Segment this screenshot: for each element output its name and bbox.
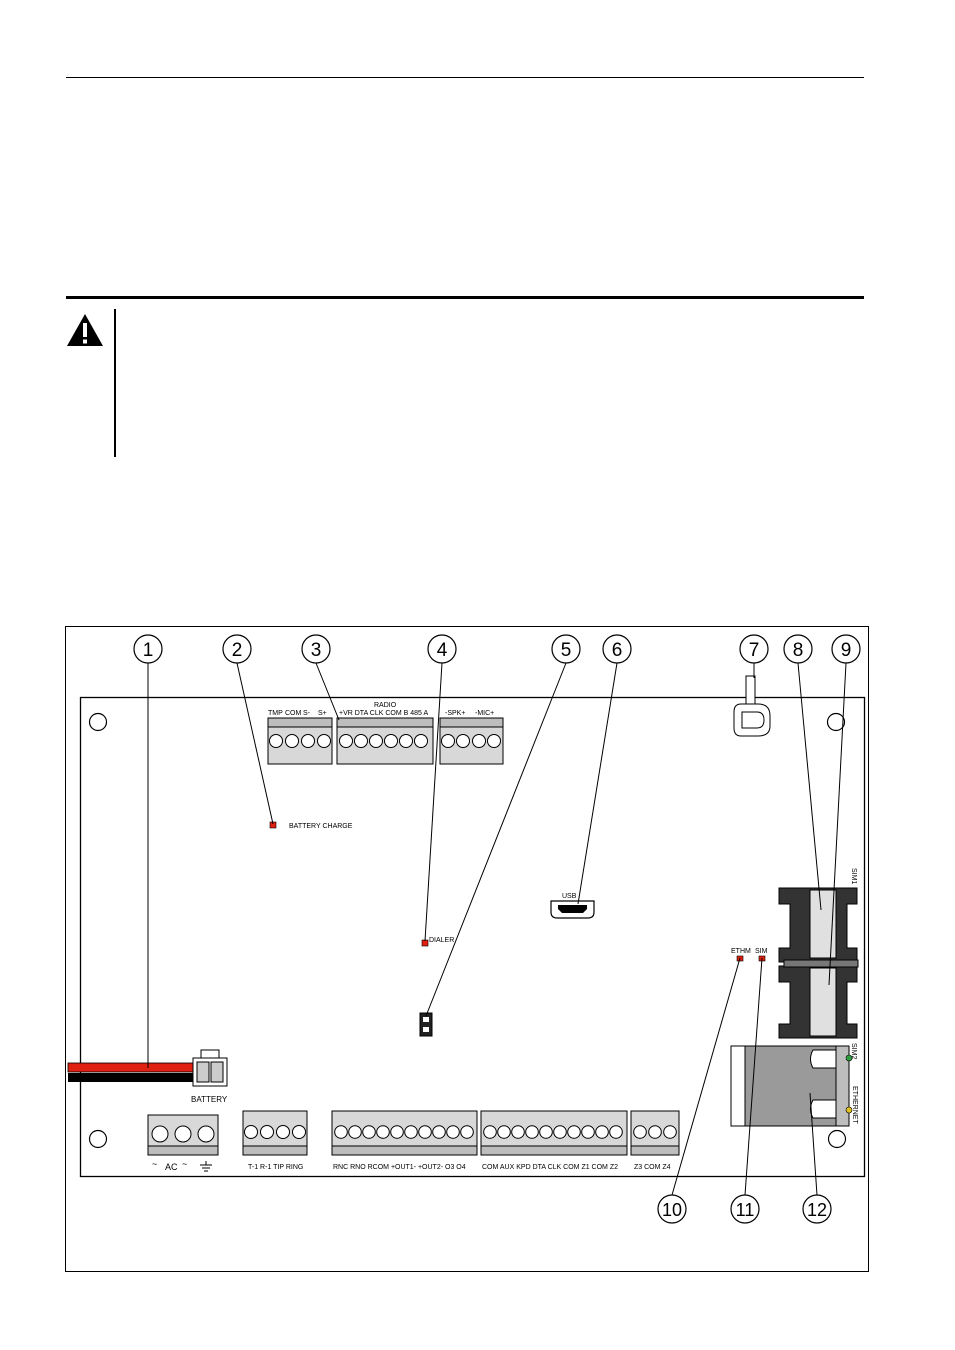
callout-1: 1	[133, 634, 163, 664]
svg-text:4: 4	[437, 640, 448, 661]
svg-text:7: 7	[749, 640, 760, 661]
terminal-block-ac	[147, 1114, 219, 1156]
callout-11: 11	[730, 1194, 760, 1224]
callout-4: 4	[427, 634, 457, 664]
svg-text:10: 10	[662, 1200, 682, 1220]
terminal-block-telco	[242, 1110, 308, 1156]
sim-holders	[778, 887, 859, 1039]
callout-12: 12	[802, 1194, 832, 1224]
label-ac: AC	[165, 1162, 178, 1172]
label-s-plus: S+	[318, 710, 327, 717]
jumper	[419, 1012, 433, 1037]
label-telco: T-1 R-1 TIP RING	[248, 1164, 303, 1171]
label-zones: COM AUX KPD DTA CLK COM Z1 COM Z2	[482, 1164, 618, 1171]
label-spk: -SPK+	[445, 710, 465, 717]
callout-10: 10	[657, 1194, 687, 1224]
label-ethernet: ETHERNET	[851, 1086, 858, 1124]
label-battery: BATTERY	[191, 1095, 228, 1104]
label-usb: USB	[562, 893, 577, 900]
label-battery-charge: BATTERY CHARGE	[289, 823, 353, 830]
terminal-block-radio	[336, 717, 434, 765]
terminal-block-outputs	[331, 1110, 478, 1156]
terminal-block-tamper	[267, 717, 333, 765]
ac-tilde-left: ~	[152, 1159, 157, 1169]
svg-text:6: 6	[612, 640, 623, 661]
label-sim2: SIM2	[850, 1043, 857, 1059]
label-s-minus: S-	[303, 710, 311, 717]
svg-text:12: 12	[807, 1200, 827, 1220]
svg-text:8: 8	[793, 640, 804, 661]
callout-3: 3	[301, 634, 331, 664]
battery-connector	[192, 1049, 228, 1087]
terminal-block-zones2	[630, 1110, 680, 1156]
callout-7: 7	[739, 634, 769, 664]
label-radio-pins: +VR DTA CLK COM B 485 A	[339, 710, 428, 717]
tamper-switch	[733, 675, 771, 737]
svg-text:9: 9	[841, 640, 852, 661]
top-rule	[66, 77, 864, 78]
ethernet-led-yellow	[845, 1106, 853, 1114]
label-zones2: Z3 COM Z4	[634, 1164, 671, 1171]
warning-sidebar-line	[114, 309, 116, 457]
svg-text:3: 3	[311, 640, 322, 661]
warning-icon	[67, 314, 103, 346]
label-tmp: TMP	[268, 710, 283, 717]
callout-5: 5	[551, 634, 581, 664]
pcb-outline	[79, 696, 866, 1178]
callout-leaders	[147, 662, 847, 1196]
callout-9: 9	[831, 634, 861, 664]
ethernet-jack	[730, 1045, 853, 1127]
svg-text:1: 1	[143, 640, 154, 661]
warning-top-rule	[66, 296, 864, 299]
label-ethm: ETHM	[731, 948, 751, 955]
ethernet-led-green	[845, 1054, 853, 1062]
svg-text:2: 2	[232, 640, 243, 661]
svg-text:11: 11	[736, 1200, 755, 1220]
label-com-top: COM	[285, 710, 302, 717]
svg-text:5: 5	[561, 640, 572, 661]
label-radio-title: RADIO	[374, 702, 397, 709]
callout-6: 6	[602, 634, 632, 664]
mounting-holes	[88, 712, 847, 1149]
ground-icon	[200, 1161, 212, 1172]
label-sim-led: SIM	[755, 948, 768, 955]
label-sim1: SIM1	[850, 868, 857, 884]
label-outputs: RNC RNO RCOM +OUT1- +OUT2- O3 O4	[333, 1164, 466, 1171]
callout-2: 2	[222, 634, 252, 664]
terminal-block-zones	[480, 1110, 628, 1156]
figure-frame	[65, 626, 869, 1272]
callout-8: 8	[783, 634, 813, 664]
ac-tilde-right: ~	[182, 1159, 187, 1169]
label-dialer: DIALER	[429, 937, 454, 944]
terminal-block-audio	[439, 717, 504, 765]
label-mic: -MIC+	[475, 710, 494, 717]
